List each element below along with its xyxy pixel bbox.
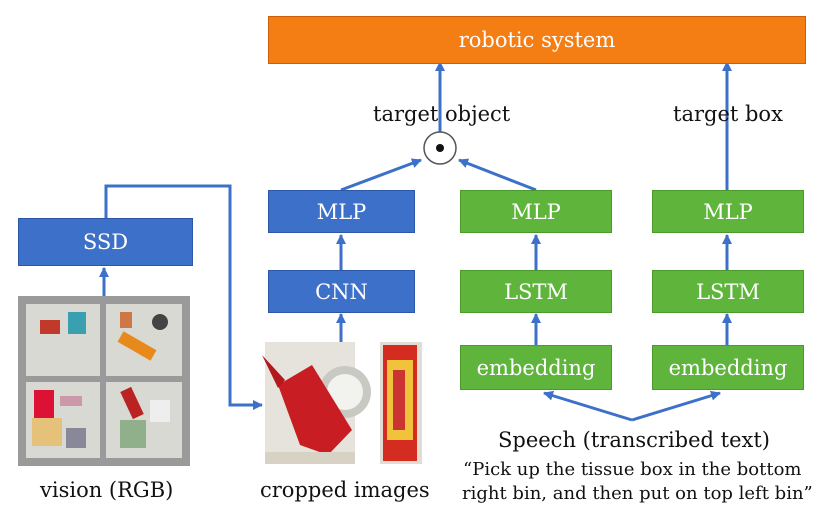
embedding-target-object-box: embedding [460, 345, 612, 390]
target-object-label: target object [373, 102, 511, 126]
target-box-label: target box [673, 102, 783, 126]
dot-product-node [423, 131, 457, 165]
robotic-system-box: robotic system [268, 16, 806, 64]
embedding-target-box-box: embedding [652, 345, 804, 390]
mlp-target-box-box: MLP [652, 190, 804, 233]
cropped-image-box [380, 342, 422, 464]
lstm-target-box-box: LSTM [652, 270, 804, 313]
cropped-image-bottle [262, 342, 371, 464]
mlp-target-object-box: MLP [460, 190, 612, 233]
vision-caption: vision (RGB) [40, 478, 174, 502]
speech-caption: Speech (transcribed text) [498, 428, 770, 452]
vision-image [18, 296, 190, 466]
ssd-box: SSD [18, 218, 193, 266]
cropped-images-caption: cropped images [260, 478, 430, 502]
lstm-target-object-box: LSTM [460, 270, 612, 313]
speech-quote-line2: right bin, and then put on top left bin” [462, 483, 813, 504]
cnn-box: CNN [268, 270, 415, 313]
speech-quote-line1: “Pick up the tissue box in the bottom [463, 459, 802, 480]
mlp-vision-box: MLP [268, 190, 415, 233]
